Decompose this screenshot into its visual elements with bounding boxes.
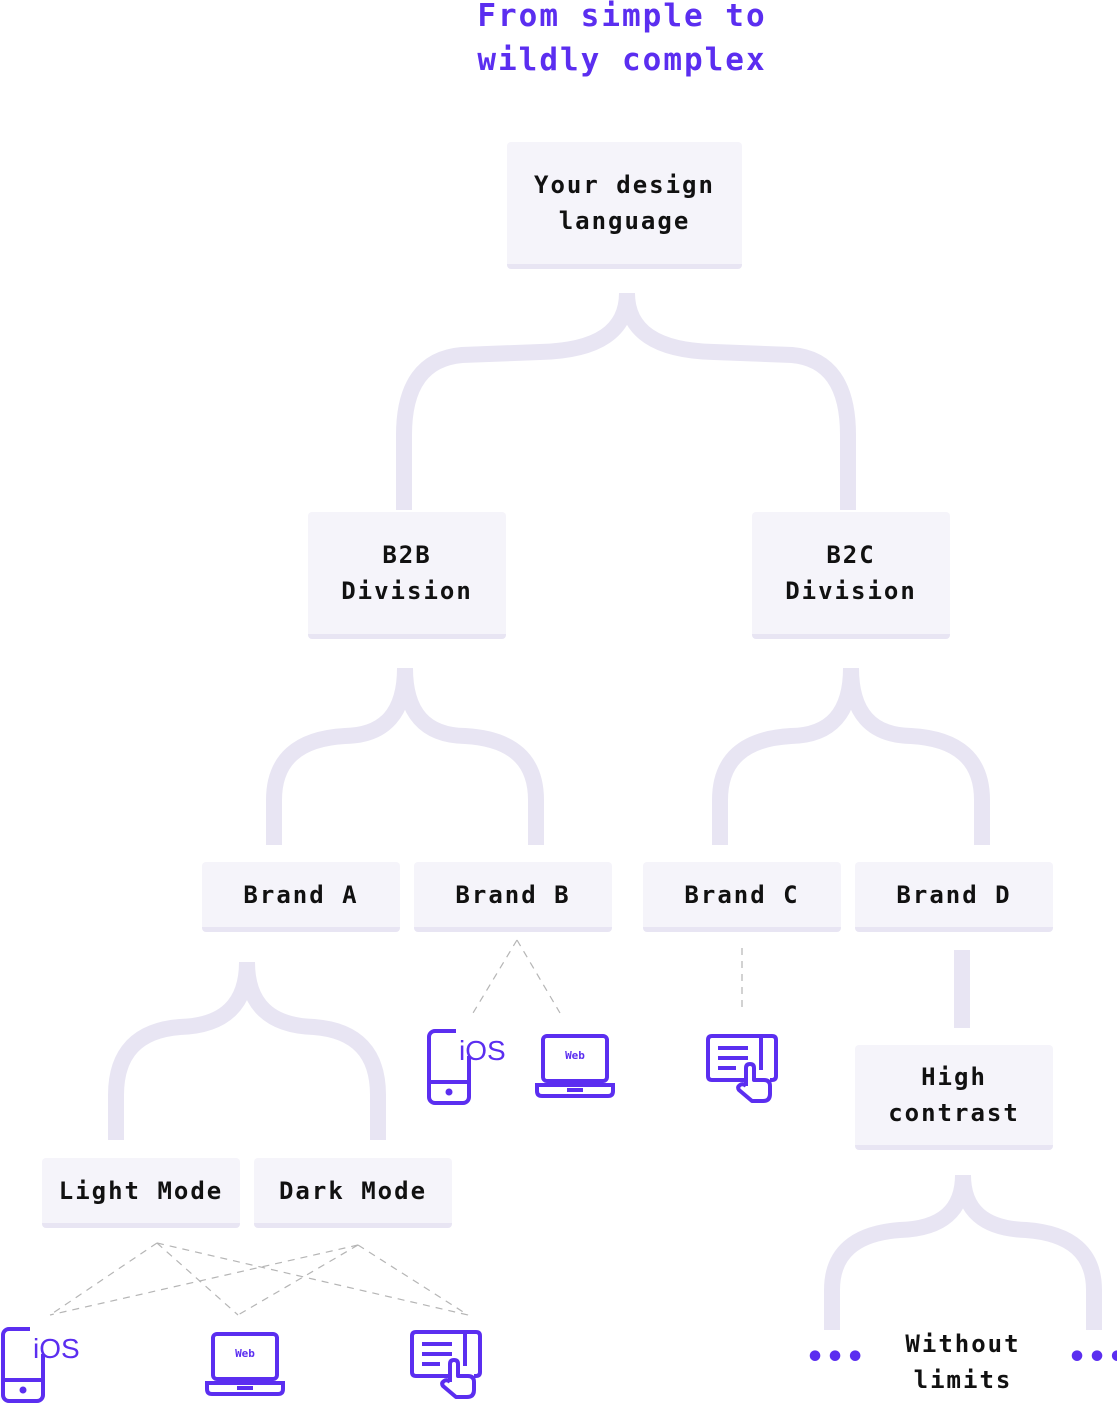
ios-phone-icon: iOS [0, 1326, 80, 1404]
dash-dark-web [237, 1244, 359, 1316]
web-laptop-icon: Web [204, 1331, 286, 1397]
node-label: Your design language [534, 171, 715, 235]
ellipsis-left: ••• [806, 1340, 867, 1375]
web-label: Web [565, 1049, 585, 1062]
brace-b2c-left [712, 667, 859, 845]
touch-document-icon [706, 1034, 780, 1104]
node-brand-b: Brand B [414, 862, 612, 932]
diagram-title: From simple to wildly complex [477, 0, 767, 78]
node-brand-d: Brand D [855, 862, 1053, 932]
node-label: Brand A [243, 880, 359, 909]
brace-high-contrast-right [955, 1174, 1102, 1330]
dash-brand-b-ios [472, 939, 518, 1014]
node-label: Dark Mode [278, 1176, 428, 1205]
dash-light-ios [49, 1242, 158, 1316]
node-label: Brand D [896, 880, 1012, 909]
brace-brand-a-left [108, 961, 255, 1140]
dash-dark-tablet [357, 1244, 469, 1316]
node-light-mode: Light Mode [42, 1158, 240, 1228]
ios-label: iOS [33, 1333, 80, 1364]
node-dark-mode: Dark Mode [254, 1158, 452, 1228]
brace-brand-a-right [239, 961, 386, 1140]
dash-brand-b-web [516, 939, 561, 1014]
brace-b2c-right [843, 667, 990, 845]
ios-phone-icon: iOS [426, 1028, 506, 1106]
node-label: Light Mode [58, 1176, 224, 1205]
node-label: Brand B [455, 880, 571, 909]
node-your-design-language: Your design language [507, 142, 742, 269]
brace-b2b-right [397, 667, 544, 845]
node-label: B2C Division [785, 541, 917, 605]
web-laptop-icon: Web [534, 1033, 616, 1099]
node-high-contrast: High contrast [855, 1045, 1053, 1150]
ios-label: iOS [459, 1035, 506, 1066]
node-label: Brand C [684, 880, 800, 909]
ellipsis-right: ••• [1068, 1340, 1117, 1375]
without-limits-label: Without limits [905, 1330, 1021, 1394]
node-b2c-division: B2C Division [752, 512, 950, 639]
brace-root-right [619, 292, 856, 510]
node-label: B2B Division [341, 541, 473, 605]
brace-root [396, 292, 635, 510]
touch-document-icon [410, 1330, 484, 1400]
node-b2b-division: B2B Division [308, 512, 506, 639]
node-brand-c: Brand C [643, 862, 841, 932]
brace-high-contrast-left [824, 1174, 971, 1330]
node-brand-a: Brand A [202, 862, 400, 932]
brace-b2b-left [266, 667, 413, 845]
dash-dark-ios [49, 1244, 359, 1316]
dash-light-tablet [156, 1242, 469, 1316]
dash-light-web [156, 1242, 239, 1316]
web-label: Web [235, 1347, 255, 1360]
node-label: High contrast [888, 1063, 1020, 1127]
